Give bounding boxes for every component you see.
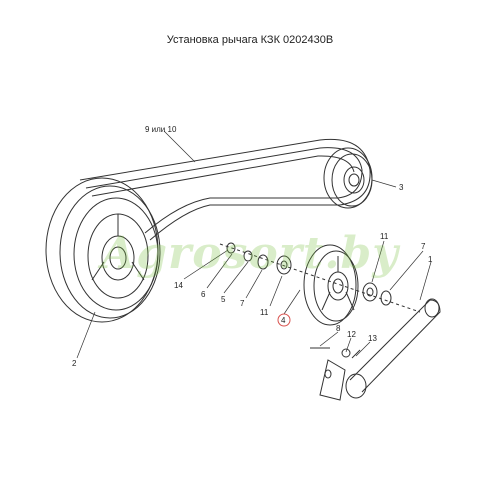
callout-8: 8 — [336, 324, 341, 333]
callout-14: 14 — [174, 281, 183, 290]
callout-5: 5 — [221, 295, 226, 304]
small-parts — [219, 242, 421, 313]
callout-4: 4 — [281, 316, 286, 325]
callout-7-left: 7 — [240, 299, 245, 308]
belt — [79, 138, 371, 241]
leader-lines — [76, 130, 432, 359]
upper-pulley — [323, 147, 373, 209]
callout-11-left: 11 — [260, 308, 269, 317]
callout-9-10: 9 или 10 — [145, 125, 177, 134]
callout-12: 12 — [347, 330, 356, 339]
diagram-title: Установка рычага КЗК 0202430В — [166, 34, 334, 46]
callout-2: 2 — [72, 359, 77, 368]
callout-1: 1 — [428, 255, 433, 264]
callout-11-right: 11 — [380, 232, 389, 241]
large-pulley — [45, 177, 161, 323]
tension-pulley — [303, 244, 359, 326]
callout-3: 3 — [399, 183, 404, 192]
highlight-circle — [277, 313, 291, 327]
callout-7-right: 7 — [421, 242, 426, 251]
callout-6: 6 — [201, 290, 206, 299]
callout-13: 13 — [368, 334, 377, 343]
lever-arm — [310, 298, 441, 401]
